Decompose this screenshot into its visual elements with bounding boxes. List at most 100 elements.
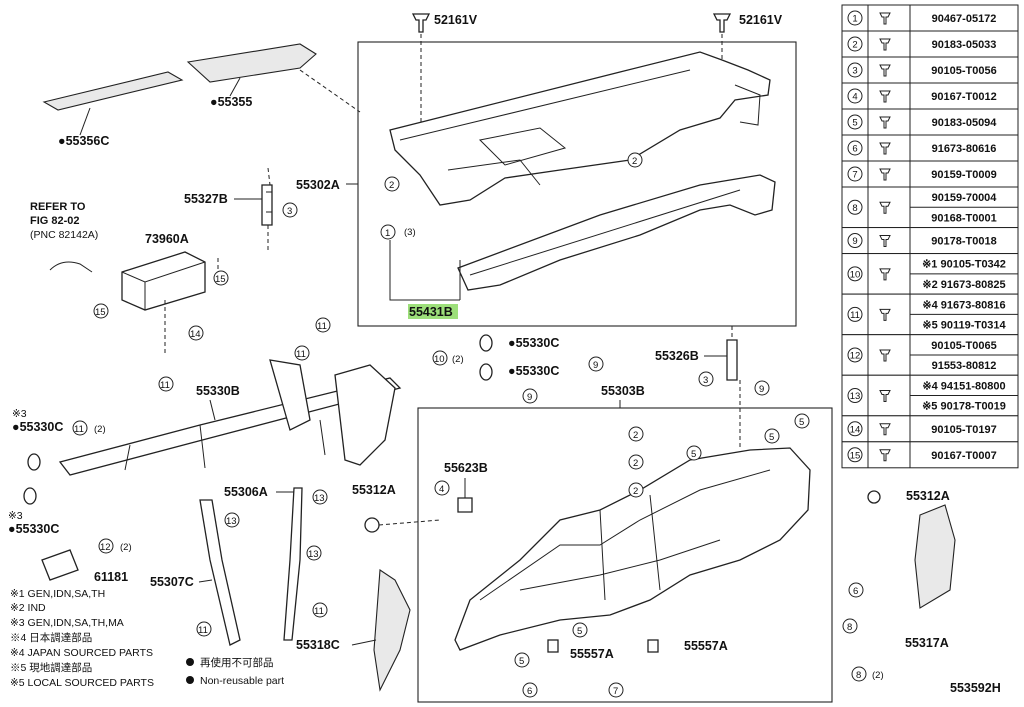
label-55330c-left-bottom[interactable]: ●55330C — [8, 522, 59, 536]
label-55326b[interactable]: 55326B — [655, 349, 699, 363]
cap-55330c-right-top[interactable] — [479, 334, 493, 352]
callout-6a[interactable]: 6 — [848, 582, 864, 598]
label-55317a[interactable]: 55317A — [905, 636, 949, 650]
clip-52161v-right[interactable] — [712, 13, 732, 33]
label-73960a[interactable]: 73960A — [145, 232, 189, 246]
label-55355[interactable]: ●55355 — [210, 95, 252, 109]
label-55557a-right[interactable]: 55557A — [684, 639, 728, 653]
lower-instrument-panel-55303b[interactable] — [454, 447, 811, 651]
callout-2b[interactable]: 2 — [627, 152, 643, 168]
cap-55330c-left-top[interactable] — [27, 453, 41, 471]
callout-12[interactable]: 12 — [98, 538, 114, 554]
callout-8a[interactable]: 8 — [842, 618, 858, 634]
callout-14[interactable]: 14 — [188, 325, 204, 341]
label-55330b[interactable]: 55330B — [196, 384, 240, 398]
callout-11e[interactable]: 11 — [312, 602, 328, 618]
parts-table-row[interactable]: 13※4 94151-80800※5 90178-T0019 — [841, 374, 1019, 417]
callout-4[interactable]: 4 — [434, 480, 450, 496]
callout-13c[interactable]: 13 — [306, 545, 322, 561]
callout-5a[interactable]: 5 — [686, 445, 702, 461]
parts-table-part-number[interactable]: 90183-05033 — [932, 39, 997, 51]
parts-table-part-number[interactable]: ※1 90105-T0342 — [922, 259, 1006, 271]
bracket-55327b[interactable] — [261, 184, 273, 226]
callout-2d[interactable]: 2 — [628, 454, 644, 470]
callout-2a[interactable]: 2 — [384, 176, 400, 192]
parts-table-part-number[interactable]: 90167-T0012 — [931, 91, 996, 103]
parts-table-part-number[interactable]: ※4 94151-80800 — [922, 380, 1005, 392]
callout-3a[interactable]: 3 — [282, 202, 298, 218]
callout-1[interactable]: 1 — [380, 224, 396, 240]
callout-2c[interactable]: 2 — [628, 426, 644, 442]
callout-5b[interactable]: 5 — [764, 428, 780, 444]
parts-table-part-number[interactable]: ※5 90119-T0314 — [922, 320, 1006, 332]
callout-6b[interactable]: 6 — [522, 682, 538, 698]
parts-table-row[interactable]: 10※1 90105-T0342※2 91673-80825 — [841, 253, 1019, 295]
label-55303b[interactable]: 55303B — [601, 384, 645, 398]
label-52161v-right[interactable]: 52161V — [739, 13, 783, 27]
clip-55557a-left[interactable] — [547, 639, 559, 653]
callout-5d[interactable]: 5 — [572, 622, 588, 638]
parts-table-part-number[interactable]: 90467-05172 — [932, 13, 997, 25]
parts-table-part-number[interactable]: 90167-T0007 — [931, 450, 996, 462]
callout-7[interactable]: 7 — [608, 682, 624, 698]
callout-5c[interactable]: 5 — [794, 413, 810, 429]
cap-55330c-left-bottom[interactable] — [23, 487, 37, 505]
label-55306a[interactable]: 55306A — [224, 485, 268, 499]
parts-table-part-number[interactable]: 91553-80812 — [932, 360, 997, 372]
clip-52161v-left[interactable] — [411, 13, 431, 33]
side-cover-55318c[interactable] — [373, 569, 411, 692]
label-55330c-left-top[interactable]: ●55330C — [12, 420, 63, 434]
callout-15b[interactable]: 15 — [93, 303, 109, 319]
label-55318c[interactable]: 55318C — [296, 638, 340, 652]
callout-15a[interactable]: 15 — [213, 270, 229, 286]
label-55312a-right[interactable]: 55312A — [906, 489, 950, 503]
brace-55306a[interactable] — [283, 487, 303, 641]
clip-55557a-right[interactable] — [647, 639, 659, 653]
brace-55307c[interactable] — [199, 499, 241, 646]
label-52161v-left[interactable]: 52161V — [434, 13, 478, 27]
parts-table-part-number[interactable]: 91673-80616 — [932, 143, 997, 155]
callout-11f[interactable]: 11 — [196, 621, 212, 637]
parts-table-part-number[interactable]: 90159-T0009 — [931, 169, 996, 181]
callout-13b[interactable]: 13 — [224, 512, 240, 528]
callout-9b[interactable]: 9 — [754, 380, 770, 396]
clip-55312a-right[interactable] — [867, 490, 881, 504]
label-55330c-right-bottom[interactable]: ●55330C — [508, 364, 559, 378]
label-55327b[interactable]: 55327B — [184, 192, 228, 206]
parts-table-part-number[interactable]: 90168-T0001 — [931, 212, 996, 224]
pad-55356c[interactable] — [42, 71, 184, 111]
parts-table-part-number[interactable]: ※4 91673-80816 — [922, 299, 1005, 311]
side-cover-55317a[interactable] — [914, 504, 956, 609]
airbag-module-73960a[interactable] — [121, 251, 206, 311]
parts-table-part-number[interactable]: 90183-05094 — [932, 117, 998, 129]
parts-table-part-number[interactable]: 90105-T0065 — [931, 340, 996, 352]
callout-11d[interactable]: 11 — [72, 420, 88, 436]
callout-2e[interactable]: 2 — [628, 482, 644, 498]
parts-table-part-number[interactable]: ※5 90178-T0019 — [922, 401, 1006, 413]
clip-55312a-left[interactable] — [364, 517, 380, 533]
callout-3b[interactable]: 3 — [698, 371, 714, 387]
callout-9c[interactable]: 9 — [522, 388, 538, 404]
label-55356c[interactable]: ●55356C — [58, 134, 109, 148]
panel-trim-55431b[interactable] — [457, 174, 776, 291]
parts-table-part-number[interactable]: 90105-T0197 — [931, 424, 996, 436]
label-55330c-right-top[interactable]: ●55330C — [508, 336, 559, 350]
label-55557a-left[interactable]: 55557A — [570, 647, 614, 661]
callout-11a[interactable]: 11 — [315, 317, 331, 333]
parts-table-part-number[interactable]: 90105-T0056 — [931, 65, 996, 77]
pad-55355[interactable] — [186, 43, 317, 83]
callout-10[interactable]: 10 — [432, 350, 448, 366]
parts-table-part-number[interactable]: 90178-T0018 — [931, 236, 996, 248]
upper-instrument-panel-55302a[interactable] — [389, 51, 771, 206]
